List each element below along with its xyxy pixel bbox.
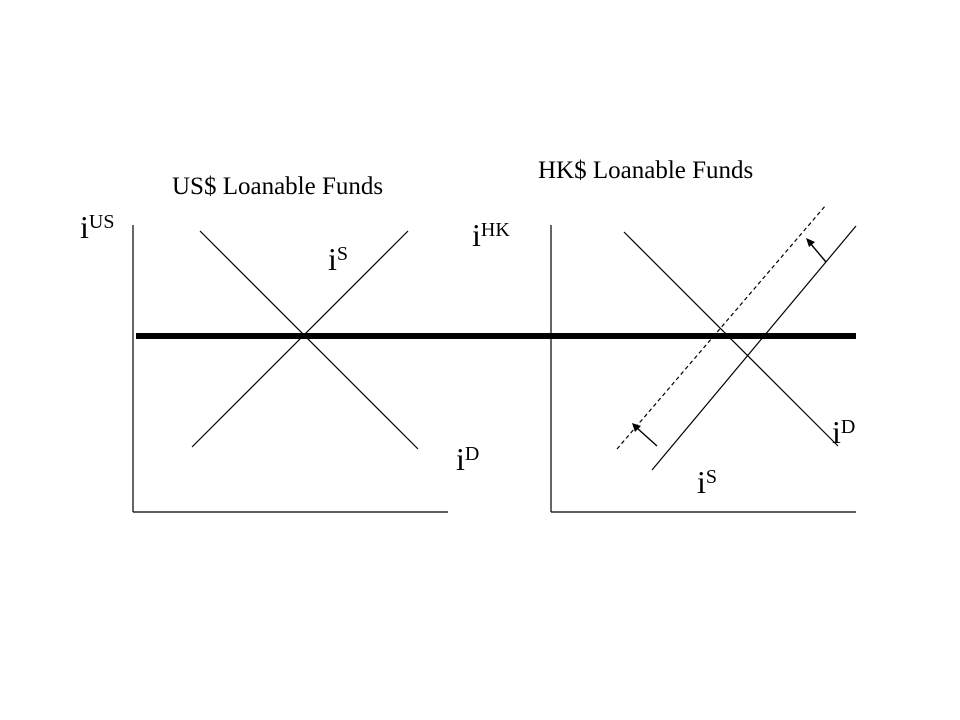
left-axis-label: iUS <box>80 209 114 245</box>
left-supply-label: iS <box>328 241 348 277</box>
right-demand-curve <box>623 231 839 447</box>
left-demand-curve <box>199 230 419 450</box>
right-axis-label: iHK <box>472 217 510 253</box>
right-supply-curve-shifted <box>616 204 827 450</box>
left-panel-title: US$ Loanable Funds <box>172 173 383 200</box>
right-supply-label: iS <box>697 464 717 500</box>
right-supply-curve <box>651 225 857 471</box>
left-demand-label: iD <box>456 441 479 477</box>
left-supply-curve <box>191 230 409 448</box>
shift-arrow-lower <box>632 423 658 447</box>
right-demand-label: iD <box>832 414 855 450</box>
shift-arrow-upper <box>806 238 827 263</box>
right-panel-title: HK$ Loanable Funds <box>538 157 753 184</box>
